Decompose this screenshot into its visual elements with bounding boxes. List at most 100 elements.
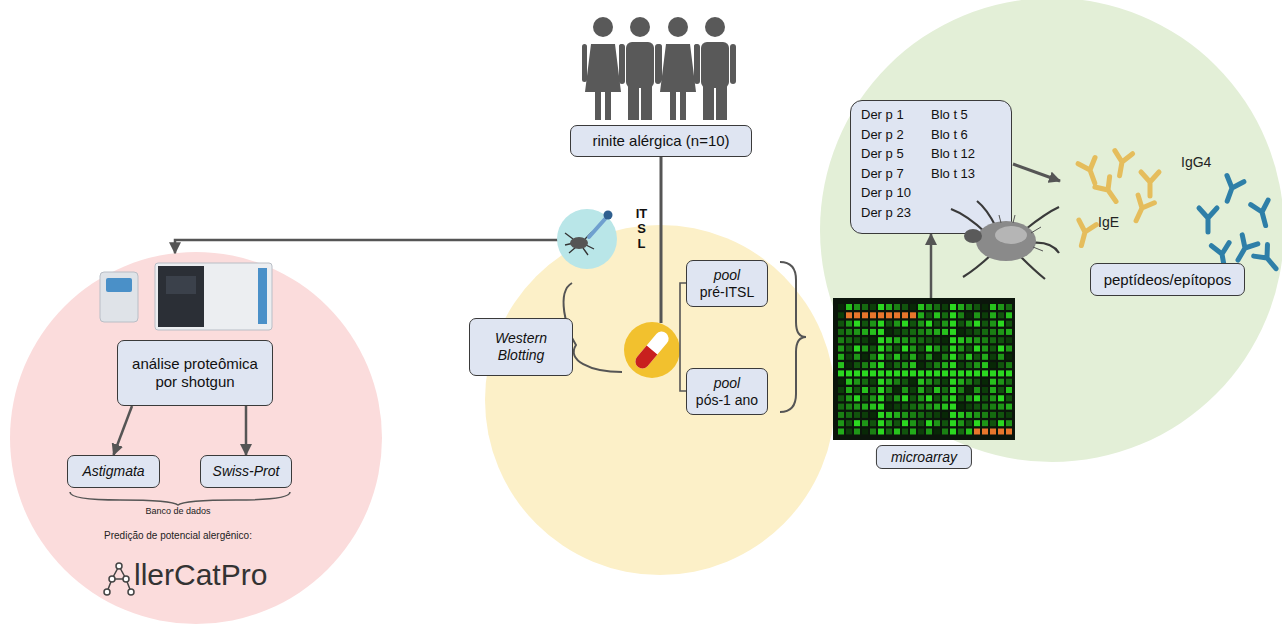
array-spot [950, 362, 956, 368]
array-spot [1006, 387, 1012, 393]
box-text: análise proteômica por shotgun [124, 355, 266, 391]
allergen-name: Blo t 12 [931, 146, 975, 162]
patients-icon-part [595, 90, 601, 120]
patients-icon-part [680, 90, 686, 120]
array-spot [870, 395, 876, 401]
patients-icon-part [641, 84, 652, 120]
array-spot [950, 354, 956, 360]
array-spot [974, 346, 980, 352]
array-spot [934, 321, 940, 327]
array-spot [942, 329, 948, 335]
mite-illustration [941, 181, 1061, 281]
array-spot [1006, 395, 1012, 401]
array-spot [998, 354, 1004, 360]
array-spot [910, 387, 916, 393]
array-spot [894, 337, 900, 343]
array-spot [950, 395, 956, 401]
array-spot [926, 337, 932, 343]
array-spot [838, 321, 844, 327]
array-spot [918, 304, 924, 310]
array-spot [910, 354, 916, 360]
array-spot [886, 429, 892, 435]
array-spot [870, 387, 876, 393]
array-spot [878, 395, 884, 401]
array-spot [982, 337, 988, 343]
array-spot [934, 395, 940, 401]
mite-illustration-part-part [1026, 207, 1059, 229]
array-spot [878, 420, 884, 426]
serum-tube-icon [624, 322, 680, 378]
array-spot [910, 346, 916, 352]
array-spot [942, 429, 948, 435]
array-spot [878, 354, 884, 360]
array-spot [878, 404, 884, 410]
array-spot [982, 362, 988, 368]
array-spot [894, 304, 900, 310]
array-spot [1006, 321, 1012, 327]
array-spot [902, 304, 908, 310]
antibody-label: IgE [1098, 214, 1119, 230]
array-spot [966, 354, 972, 360]
array-spot [918, 387, 924, 393]
array-spot [910, 304, 916, 310]
array-spot [1006, 304, 1012, 310]
array-spot [958, 379, 964, 385]
array-spot [918, 395, 924, 401]
mite-illustration-part-part [963, 255, 991, 277]
method-box: Western Blotting [469, 318, 573, 376]
array-spot [926, 346, 932, 352]
array-spot [862, 362, 868, 368]
box-text: rinite alérgica (n=10) [592, 132, 729, 150]
allergen-name: Blo t 5 [931, 107, 968, 123]
array-spot [926, 379, 932, 385]
array-spot [910, 379, 916, 385]
antibody-label: IgG4 [1181, 154, 1211, 170]
array-spot [934, 412, 940, 418]
array-spot [854, 429, 860, 435]
array-spot [870, 379, 876, 385]
array-spot [878, 412, 884, 418]
array-spot [886, 329, 892, 335]
allercatpro-logo-icon-part [123, 576, 129, 582]
array-spot [910, 429, 916, 435]
logo-text: llerCatPro [134, 558, 267, 591]
array-spot [870, 304, 876, 310]
serum-tube-icon-part-part [632, 346, 657, 372]
array-spot [982, 354, 988, 360]
array-spot [902, 404, 908, 410]
array-spot [854, 370, 860, 376]
array-spot [886, 304, 892, 310]
array-spot [886, 387, 892, 393]
array-spot [870, 337, 876, 343]
array-spot [942, 354, 948, 360]
immunotherapy-icon-part [589, 219, 605, 237]
array-spot [974, 354, 980, 360]
array-spot [910, 370, 916, 376]
igg4-antibodies-part [1251, 200, 1275, 228]
image-label: microarray [876, 445, 972, 469]
array-spot [974, 379, 980, 385]
patients-icon-part [655, 44, 661, 84]
array-spot [998, 321, 1004, 327]
array-spot [982, 321, 988, 327]
patients-icon-part [585, 44, 621, 92]
array-spot [950, 337, 956, 343]
array-spot [990, 312, 996, 318]
allercatpro-logo-icon-part [104, 589, 110, 595]
array-spot [878, 370, 884, 376]
array-spot [870, 370, 876, 376]
array-spot [918, 312, 924, 318]
array-spot [934, 329, 940, 335]
array-spot [862, 312, 868, 318]
igg4-antibodies [1199, 176, 1282, 275]
array-spot [966, 312, 972, 318]
array-spot [966, 379, 972, 385]
mite-illustration-part [999, 215, 1043, 251]
array-spot [910, 420, 916, 426]
array-spot [918, 346, 924, 352]
array-spot [846, 395, 852, 401]
patients-icon-part [630, 17, 650, 37]
array-spot [934, 337, 940, 343]
array-spot [982, 404, 988, 410]
array-spot [958, 412, 964, 418]
